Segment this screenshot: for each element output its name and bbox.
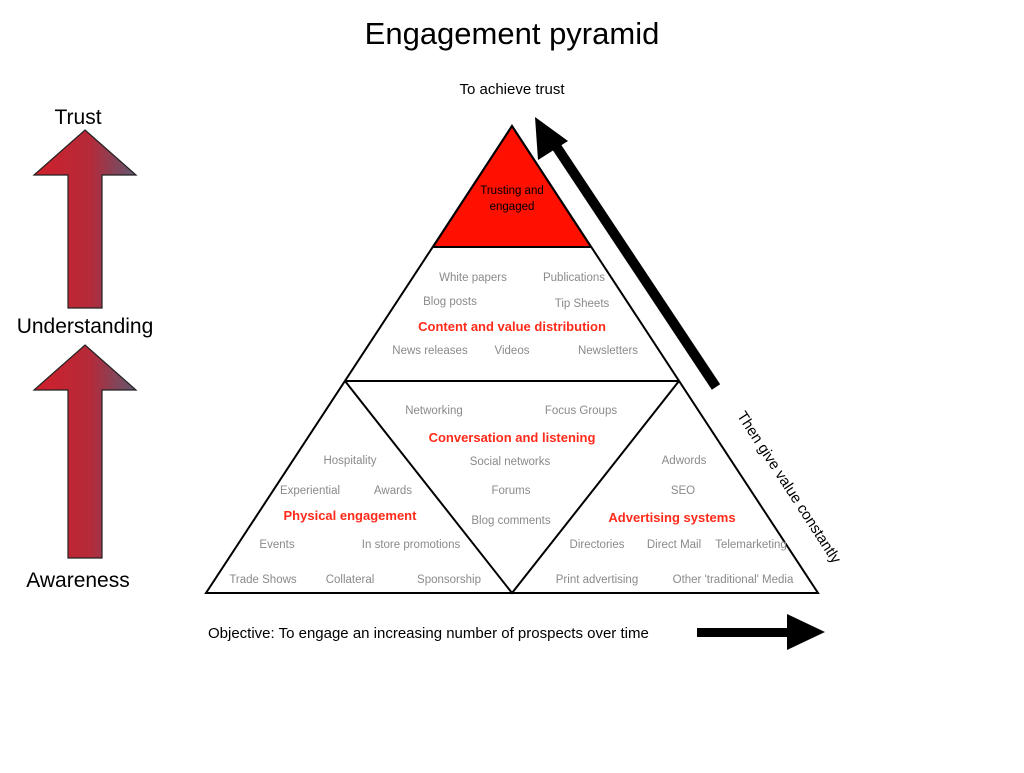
conversation-item-networking: Networking [405, 405, 463, 417]
physical-item-sponsorship: Sponsorship [417, 574, 481, 586]
advertising-heading: Advertising systems [608, 510, 735, 525]
content-item-videos: Videos [495, 345, 530, 357]
physical-heading: Physical engagement [284, 508, 418, 523]
advertising-item-other-traditional-media: Other 'traditional' Media [673, 574, 794, 586]
level-awareness: Awareness [26, 569, 130, 592]
physical-item-experiential: Experiential [280, 485, 340, 497]
content-item-news-releases: News releases [392, 345, 468, 357]
up-arrow-icon [32, 129, 138, 309]
content-item-blog-posts: Blog posts [423, 296, 477, 308]
content-item-publications: Publications [543, 272, 605, 284]
advertising-item-print-advertising: Print advertising [556, 574, 638, 586]
physical-item-in-store-promotions: In store promotions [362, 539, 461, 551]
up-arrow-icon [32, 344, 138, 559]
pyramid [204, 124, 820, 595]
conversation-item-social-networks: Social networks [470, 456, 551, 468]
bottom-caption: Objective: To engage an increasing numbe… [208, 625, 649, 642]
content-heading: Content and value distribution [418, 319, 606, 334]
conversation-item-blog-comments: Blog comments [471, 515, 551, 527]
advertising-item-telemarketing: Telemarketing [715, 539, 787, 551]
physical-item-awards: Awards [374, 485, 412, 497]
level-trust: Trust [54, 106, 101, 129]
right-arrow-icon [697, 614, 825, 650]
content-item-white-papers: White papers [439, 272, 507, 284]
content-item-newsletters: Newsletters [578, 345, 638, 357]
pyramid-inverted-triangle [344, 380, 680, 595]
advertising-item-direct-mail: Direct Mail [647, 539, 701, 551]
content-item-tip-sheets: Tip Sheets [555, 298, 610, 310]
conversation-item-forums: Forums [492, 485, 531, 497]
physical-item-events: Events [259, 539, 294, 551]
level-understanding: Understanding [17, 315, 154, 338]
advertising-item-seo: SEO [671, 485, 695, 497]
conversation-item-focus-groups: Focus Groups [545, 405, 617, 417]
apex-label-line2: engaged [490, 201, 535, 213]
apex-label-line1: Trusting and [480, 185, 544, 197]
page-title: Engagement pyramid [365, 16, 660, 51]
top-caption: To achieve trust [459, 81, 565, 98]
diagonal-arrow-icon [535, 117, 721, 390]
physical-item-trade-shows: Trade Shows [229, 574, 297, 586]
physical-item-collateral: Collateral [326, 574, 375, 586]
advertising-item-adwords: Adwords [662, 455, 707, 467]
physical-item-hospitality: Hospitality [323, 455, 376, 467]
advertising-item-directories: Directories [570, 539, 625, 551]
conversation-heading: Conversation and listening [429, 430, 596, 445]
